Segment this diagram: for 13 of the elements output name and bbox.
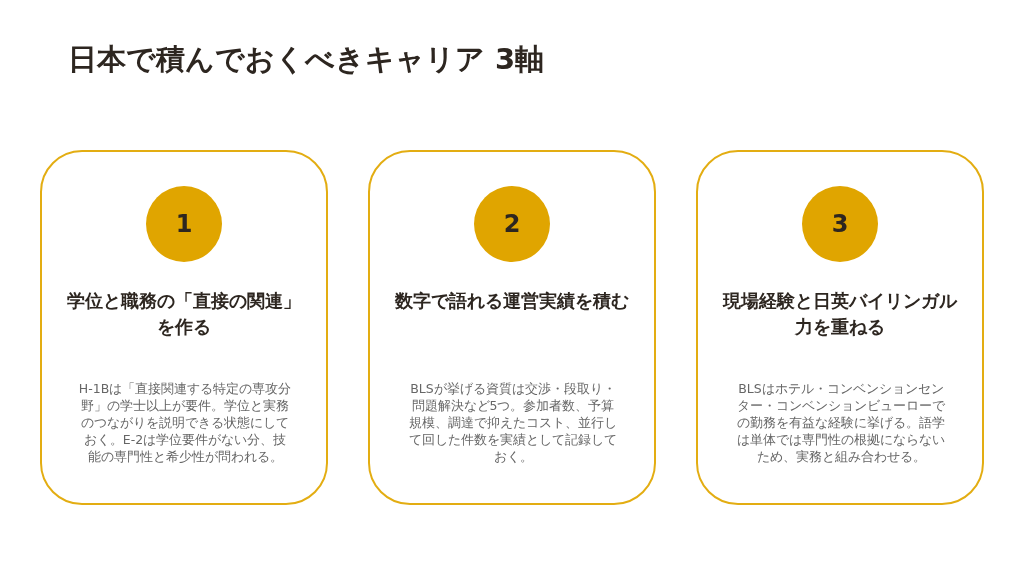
number-circle: 2 xyxy=(474,186,550,262)
number-circle: 3 xyxy=(802,186,878,262)
card-heading: 学位と職務の「直接の関連」を作る xyxy=(66,289,302,339)
card-text: H-1Bは「直接関連する特定の専攻分野」の学士以上が要件。学位と実務のつながりを説明できる状態にしておく。E-2は学位要件がない分、技能の専門性と希少性が問われる。 xyxy=(78,380,292,465)
card-text: BLSはホテル・コンベンションセンター・コンベンションビューローでの勤務を有益な経験に挙げる。語学は単体では専門性の根拠にならないため、実務と組み合わせる。 xyxy=(736,380,946,465)
card-heading: 数字で語れる運営実績を積む xyxy=(394,289,630,313)
card xyxy=(696,150,984,505)
card xyxy=(40,150,328,505)
card xyxy=(368,150,656,505)
slide-title: 日本で積んでおくべきキャリア 3軸 xyxy=(68,41,545,78)
card-text: BLSが挙げる資質は交渉・段取り・問題解決など5つ。参加者数、予算規模、調達で抑えたコスト、並行して回した件数を実績として記録しておく。 xyxy=(408,380,618,465)
number-circle: 1 xyxy=(146,186,222,262)
card-heading: 現場経験と日英バイリンガル力を重ねる xyxy=(722,289,958,339)
